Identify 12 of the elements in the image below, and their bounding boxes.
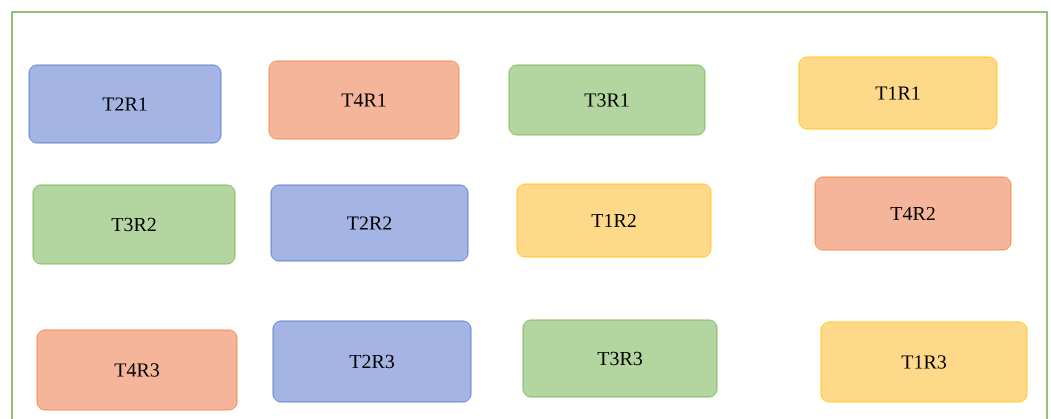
rounded-box: T2R2 xyxy=(270,184,469,262)
rounded-box: T2R1 xyxy=(28,64,222,144)
rounded-box: T4R2 xyxy=(814,176,1012,251)
rounded-box: T1R2 xyxy=(516,183,712,258)
rounded-box: T2R3 xyxy=(272,320,472,403)
rounded-box: T1R3 xyxy=(820,321,1028,403)
rounded-box: T4R1 xyxy=(268,60,460,140)
rounded-box: T4R3 xyxy=(36,329,238,411)
rounded-box: T3R2 xyxy=(32,184,236,265)
rounded-box: T1R1 xyxy=(798,56,998,130)
rounded-box: T3R1 xyxy=(508,64,706,136)
rounded-box: T3R3 xyxy=(522,319,718,398)
